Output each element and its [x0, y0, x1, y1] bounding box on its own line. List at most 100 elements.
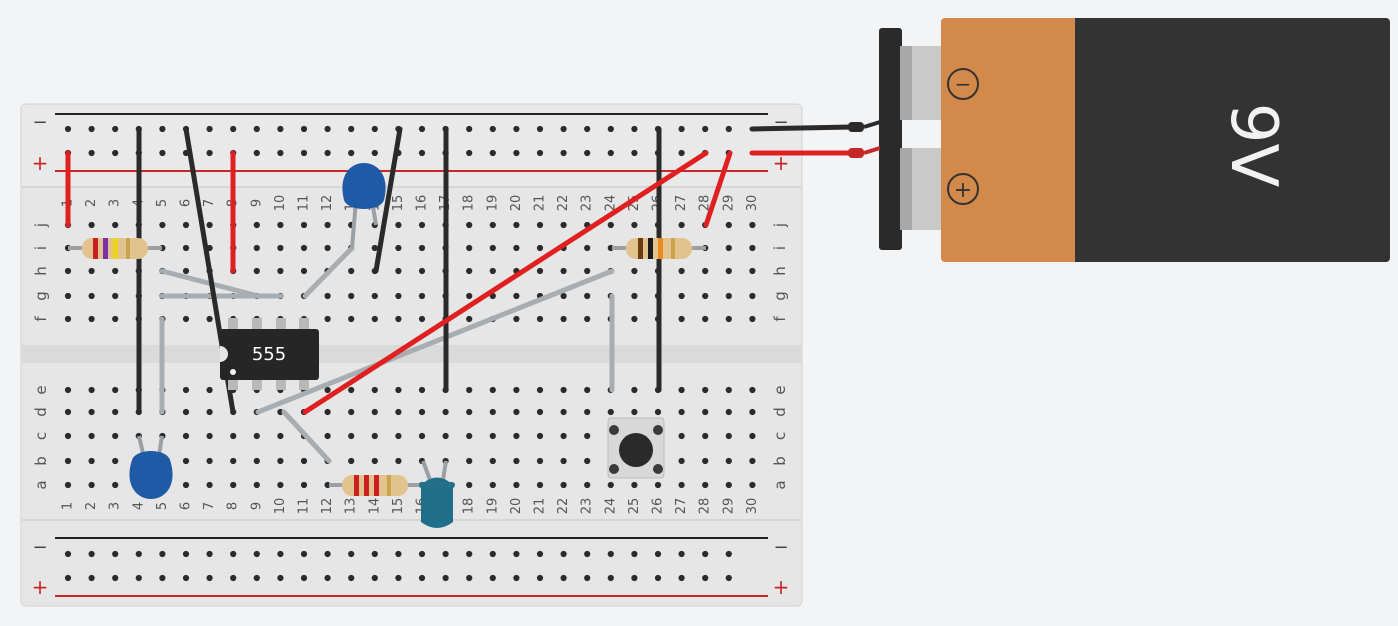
hole-c-22 [560, 432, 567, 440]
hole-h-16 [418, 267, 426, 275]
hole-f-12 [324, 315, 331, 323]
column-number: 1 [61, 502, 76, 510]
rail-hole-3-15 [395, 574, 402, 582]
battery-lead-pos-end [863, 146, 881, 155]
rail-hole-2-3 [112, 550, 119, 558]
hole-d-22 [560, 408, 567, 416]
top-left-plus: + [32, 151, 49, 175]
hole-d-2 [88, 408, 95, 416]
row-letter: e [771, 385, 789, 394]
hole-f-20 [513, 315, 520, 323]
column-number: 12 [320, 195, 335, 212]
led-rim [419, 482, 455, 488]
hole-h-27 [678, 267, 685, 275]
hole-h-23 [584, 267, 591, 275]
hole-g-27 [678, 292, 685, 300]
rail-hole-0-16 [418, 125, 426, 133]
column-number: 9 [249, 199, 264, 207]
rail-hole-1-10 [277, 149, 284, 157]
battery-negative-circle [947, 68, 979, 100]
hole-f-3 [112, 315, 119, 323]
battery-terminal-negative-shade [900, 46, 912, 120]
pushbutton-cap [619, 433, 653, 467]
hole-g-16 [418, 292, 426, 300]
resistor-3-band-4 [387, 475, 391, 496]
rail-hole-3-5 [159, 574, 166, 582]
ic-pin-top-1 [228, 318, 238, 330]
wire-black-rail-to-h15 [373, 126, 403, 274]
battery-label: 9V [1216, 103, 1290, 188]
hole-j-24 [607, 221, 614, 229]
hole-c-9 [253, 432, 260, 440]
row-letter: b [32, 456, 50, 466]
rail-hole-3-2 [88, 574, 95, 582]
hole-d-24 [607, 408, 614, 416]
row-letter: f [32, 316, 50, 322]
battery-9v: − + 9V [848, 18, 1390, 262]
hole-d-3 [112, 408, 119, 416]
hole-a-29 [725, 481, 732, 489]
row-letter: g [32, 291, 50, 301]
hole-g-13 [348, 292, 355, 300]
hole-e-20 [513, 386, 520, 394]
column-number: 3 [108, 502, 123, 510]
hole-d-14 [371, 408, 378, 416]
row-letter: i [771, 246, 789, 250]
row-letter: g [771, 291, 789, 301]
row-letter: d [32, 407, 50, 417]
hole-b-6 [182, 457, 190, 465]
rail-hole-2-21 [536, 550, 544, 558]
hole-d-18 [466, 408, 473, 416]
column-number: 27 [674, 195, 689, 212]
column-number: 11 [297, 195, 312, 212]
hole-d-12 [324, 408, 331, 416]
column-number: 29 [721, 498, 736, 515]
hole-f-2 [88, 315, 95, 323]
rail-hole-3-8 [230, 574, 237, 582]
row-letter: j [771, 223, 789, 228]
rail-hole-2-19 [489, 550, 496, 558]
rail-hole-3-1 [64, 574, 72, 582]
pushbutton [607, 417, 665, 479]
resistor-1-band-3 [113, 238, 118, 259]
hole-f-22 [560, 315, 567, 323]
hole-c-23 [584, 432, 591, 440]
rail-hole-3-25 [631, 574, 638, 582]
hole-g-2 [88, 292, 95, 300]
row-letter: c [771, 432, 789, 440]
rail-hole-1-3 [112, 149, 119, 157]
rail-hole-3-3 [112, 574, 119, 582]
breadboard: − + − + − + − + 112233445566778899101011… [20, 103, 803, 607]
hole-g-25 [631, 292, 638, 300]
rail-hole-0-25 [631, 125, 638, 133]
rail-hole-3-28 [702, 574, 709, 582]
ceramic-capacitor-1 [342, 163, 386, 249]
resistor-3-band-2 [364, 475, 369, 496]
hole-h-13 [348, 267, 355, 275]
rail-hole-2-24 [607, 550, 614, 558]
pushbutton-corner-1 [609, 425, 619, 435]
column-number: 19 [485, 498, 500, 515]
rail-hole-1-9 [253, 149, 260, 157]
hole-g-20 [513, 292, 520, 300]
hole-c-21 [536, 432, 544, 440]
hole-h-19 [489, 267, 496, 275]
battery-positive-symbol: + [954, 178, 972, 203]
hole-g-1 [64, 292, 72, 300]
hole-j-11 [300, 221, 308, 229]
hole-h-15 [395, 267, 402, 275]
hole-g-29 [725, 292, 732, 300]
battery-terminal-positive-shade [900, 148, 912, 230]
column-number: 13 [344, 498, 359, 515]
hole-e-13 [348, 386, 355, 394]
rail-hole-1-12 [324, 149, 331, 157]
rail-hole-1-27 [678, 149, 685, 157]
hole-e-27 [678, 386, 685, 394]
hole-b-3 [112, 457, 119, 465]
rail-hole-0-5 [159, 125, 166, 133]
column-number: 5 [155, 199, 170, 207]
hole-j-10 [277, 221, 284, 229]
hole-a-6 [182, 481, 190, 489]
rail-hole-0-28 [702, 125, 709, 133]
hole-j-3 [112, 221, 119, 229]
